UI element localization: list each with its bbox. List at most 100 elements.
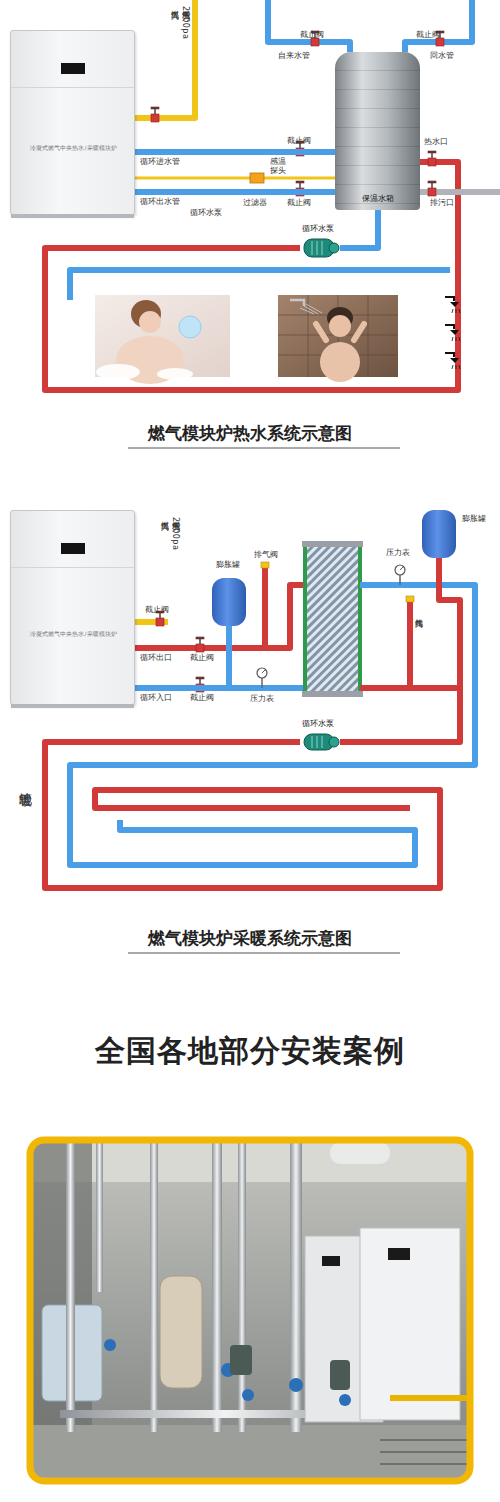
installation-photo: [238, 1142, 246, 1432]
shower-photo: [316, 324, 364, 340]
port-label: 循环出口: [140, 653, 172, 662]
gas-label: 燃气压力2000pa: [181, 4, 190, 39]
pressure-gauge: [395, 565, 405, 585]
water-tank: 保温水箱: [335, 52, 420, 210]
port-label: 循环入口: [140, 693, 172, 702]
shower-icon: [450, 302, 459, 307]
photo-frame: [30, 1140, 470, 1481]
gas-pipe: [135, 0, 195, 118]
shower-icon: [445, 353, 460, 369]
sensor-line: [135, 177, 335, 180]
filter-label: 过滤器: [243, 198, 267, 207]
boiler-unit: 冷凝式燃气中央热水/采暖模块炉: [10, 30, 135, 215]
valve-symbol: [196, 637, 204, 652]
pump-head: [329, 243, 339, 253]
shower-photo: [329, 315, 351, 337]
installation-photo: [230, 1345, 252, 1375]
shower-icon: [445, 325, 460, 341]
node-text: 循环水泵: [302, 719, 334, 728]
installation-photo: [380, 1440, 468, 1464]
pipe-connector: [135, 149, 335, 155]
return-water-pipe: [405, 0, 472, 52]
shower-photo: [290, 300, 304, 306]
node-text: 冷凝式燃气中央热水/采暖模块炉: [11, 145, 136, 152]
installation-photo: [390, 1395, 468, 1401]
shower-icon: [445, 297, 454, 301]
installation-photo: [289, 1378, 303, 1392]
pipe-connector: [135, 626, 229, 688]
caption-underline: [128, 953, 400, 954]
valve-label: 截止阀: [300, 30, 324, 39]
installation-photo: [32, 1142, 468, 1479]
pipe-connector: [135, 189, 335, 195]
filter-symbol: [250, 173, 264, 183]
gauge-label: 压力表: [250, 694, 274, 703]
shower-icon: [445, 297, 460, 369]
valve-label: 截止阀: [416, 30, 440, 39]
installation-photo: [388, 1248, 410, 1260]
bath-photo: [95, 295, 230, 384]
gas-label: 燃气入口: [160, 515, 169, 517]
port-label: 热水口: [424, 137, 448, 146]
pipe-label: 循环出水管: [140, 197, 180, 206]
valve-symbol: [431, 153, 433, 158]
installation-photo: [212, 1142, 222, 1432]
valve-symbol: [151, 114, 159, 122]
valve-symbol: [428, 151, 436, 153]
valve-symbol: [428, 181, 436, 183]
installation-photo: [160, 1276, 202, 1388]
pressure-gauge: [257, 668, 267, 678]
valve-symbol: [428, 188, 436, 196]
circulation-pump: 循环水泵: [300, 731, 340, 753]
installation-photo: [330, 1360, 350, 1390]
pressure-gauge: [399, 575, 401, 585]
gas-label: 燃气压力2000pa: [171, 515, 180, 550]
pump-fins: [312, 241, 322, 255]
pressure-gauge: [400, 567, 403, 570]
shower-photo: [320, 342, 360, 382]
valve-symbol: [156, 618, 164, 626]
plate-heat-exchanger: [305, 545, 360, 693]
plate-heat-exchanger: [302, 541, 363, 547]
vent-pipe: [407, 602, 413, 688]
diagram-caption: 燃气模块炉采暖系统示意图: [0, 929, 500, 949]
valve-symbol: [299, 183, 301, 188]
shower-photo: [278, 295, 398, 382]
installation-photo: [330, 1142, 390, 1164]
installation-photo: [322, 1256, 340, 1266]
pump-label: 循环水泵: [190, 208, 222, 217]
pump-head: [329, 737, 339, 747]
inlet-pipe: [229, 685, 305, 691]
shower-icon: [452, 337, 460, 341]
shower-icon: [452, 309, 460, 313]
pipe-connector: [340, 558, 460, 742]
installation-photo: [150, 1142, 158, 1432]
pipe-connector: [340, 210, 378, 248]
installation-photo: [360, 1228, 460, 1420]
gauge-label: 压力表: [386, 548, 410, 557]
installation-photo: [339, 1394, 351, 1406]
pump-fins: [312, 736, 322, 748]
caption-underline: [128, 448, 400, 449]
valve-symbol: [311, 38, 319, 46]
valve-symbol: [196, 644, 204, 652]
vent-pipe: [261, 562, 269, 648]
bath-photo: [179, 316, 201, 338]
shower-icon: [445, 353, 454, 357]
valve-label: 截止阀: [287, 136, 311, 145]
shower-icon: [445, 297, 460, 313]
sensor-label: 感温探头: [270, 157, 288, 175]
vent-pipe: [261, 562, 269, 568]
boiler-foot: [11, 214, 134, 218]
node-text: 冷凝式燃气中央热水/采暖模块炉: [11, 631, 136, 638]
valve-symbol: [151, 107, 159, 109]
valve-label: 截止阀: [190, 693, 214, 702]
gas-pipe: [135, 0, 195, 118]
circulation-pump: 循环水泵: [300, 236, 340, 260]
plate-heat-exchanger: [302, 691, 363, 697]
vent-pipe: [406, 596, 414, 688]
vent-label: 排气阀: [414, 612, 423, 614]
expansion-tank: 膨胀罐: [422, 510, 456, 558]
shower-icon: [450, 330, 459, 335]
